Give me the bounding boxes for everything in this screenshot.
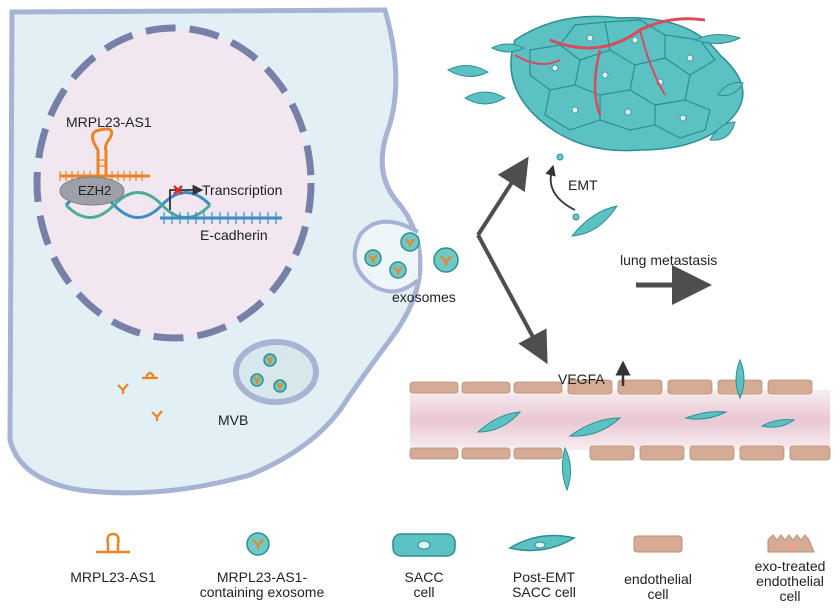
released-exosomes [364,232,459,279]
vegfa-label: VEGFA [558,371,605,387]
legend-label-line: MRPL23-AS1 [70,569,156,585]
legend-label-line: SACC cell [512,584,576,600]
lncrna-icon [96,532,130,554]
legend-label-line: exo-treated [755,558,826,574]
branch-arrows [476,156,548,365]
legend [96,532,815,557]
transcription-arrow [169,184,204,210]
blood-vessel [409,358,831,492]
emt-label: EMT [568,177,598,193]
legend-label-line: endothelial [756,573,824,589]
legend-label-line: cell [413,584,434,600]
cytoplasm-lncrna [117,371,163,421]
post-emt-cell-icon [508,534,576,552]
legend-label-line: SACC [405,569,444,585]
lung-metastasis-label: lung metastasis [620,252,717,268]
mvb-label: MVB [218,412,248,428]
block-x-icon [173,185,183,195]
ezh2-protein [59,176,125,206]
migrating-cells [446,34,744,237]
nucleus [33,24,315,342]
emt-small-exosomes [556,153,580,221]
ecadherin-label: E-cadherin [200,227,268,243]
exosome-icon [246,532,270,556]
legend-label-line: containing exosome [200,584,325,600]
legend-label-line: cell [647,586,668,602]
exosomes-label: exosomes [392,289,456,305]
mvb-exosomes [250,353,287,393]
legend-label-line: cell [779,588,800,604]
exo-treated-endothelial-icon [767,534,815,553]
emt-arrow [545,164,576,211]
legend-label-lncrna: MRPL23-AS1 [70,569,156,585]
sacc-cell-icon [392,533,456,557]
legend-label-line: endothelial [624,571,692,587]
legend-label-exosome: MRPL23-AS1-containing exosome [200,569,325,600]
lncrna-hairpin [59,127,150,181]
legend-label-line: Post-EMT [513,569,576,585]
transcription-label: Transcription [202,182,282,198]
legend-label-line: MRPL23-AS1- [217,569,308,585]
endothelial-cell-icon [633,535,683,553]
mvb [233,339,319,405]
lncrna-label: MRPL23-AS1 [66,114,152,130]
ezh2-label: EZH2 [78,183,111,198]
tumor-cluster [510,15,744,152]
